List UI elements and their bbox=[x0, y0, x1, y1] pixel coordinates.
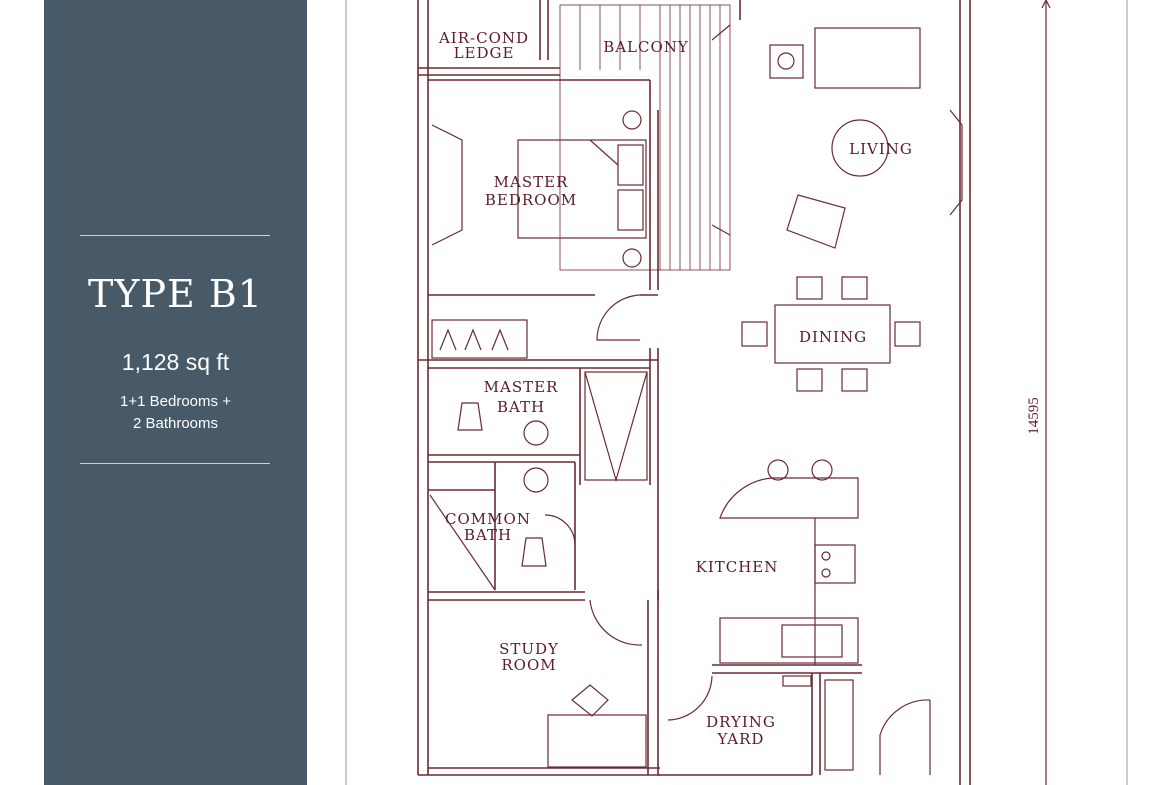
drying-label: DRYING bbox=[706, 713, 776, 731]
bedroom-window bbox=[431, 124, 463, 246]
balcony-decking bbox=[559, 4, 731, 271]
study-walls bbox=[647, 590, 659, 775]
common-bath-door bbox=[544, 514, 576, 546]
master-basin-icon bbox=[523, 420, 549, 446]
unit-info-panel: TYPE B1 1,128 sq ft 1+1 Bedrooms + 2 Bat… bbox=[44, 0, 307, 785]
living-label: LIVING bbox=[849, 140, 913, 158]
study-label: STUDY bbox=[499, 640, 559, 658]
master-toilet-icon bbox=[457, 402, 483, 431]
aircond-label: AIR-COND bbox=[438, 29, 529, 47]
kitchen-walls bbox=[712, 664, 862, 775]
top-divider bbox=[80, 235, 270, 236]
drying-label-2: YARD bbox=[717, 730, 765, 748]
bedside-lamp-icon bbox=[622, 248, 642, 268]
study-door bbox=[589, 599, 643, 646]
common-bath-label-2: BATH bbox=[464, 526, 512, 544]
kitchen-label: KITCHEN bbox=[696, 558, 779, 576]
master-bedroom-label: MASTER bbox=[494, 173, 569, 191]
drying-yard bbox=[658, 675, 931, 776]
entrance-door bbox=[879, 699, 931, 775]
depth-dimension-label: 14595 bbox=[1026, 397, 1042, 435]
master-bedroom-walls bbox=[428, 79, 659, 296]
study-label-2: ROOM bbox=[501, 656, 556, 674]
exterior-walls bbox=[417, 0, 971, 785]
dining-set bbox=[741, 276, 921, 392]
sliding-door bbox=[711, 24, 731, 236]
master-bedroom-label-2: BEDROOM bbox=[485, 191, 577, 209]
bed bbox=[517, 139, 647, 239]
common-basin-icon bbox=[523, 467, 549, 493]
common-bath-label: COMMON bbox=[445, 510, 531, 528]
bathrooms-text: 2 Bathrooms bbox=[132, 415, 219, 432]
kitchen-counter bbox=[719, 459, 859, 665]
master-bath-walls bbox=[418, 348, 659, 600]
unit-type-title: TYPE B1 bbox=[88, 272, 263, 316]
bedroom-door bbox=[596, 294, 641, 341]
common-shower-line bbox=[429, 494, 496, 591]
study-desk bbox=[547, 714, 647, 768]
dining-label: DINING bbox=[799, 328, 867, 346]
bedside-lamp-icon bbox=[622, 110, 642, 130]
common-toilet-icon bbox=[521, 537, 547, 567]
balcony-label: BALCONY bbox=[603, 38, 689, 56]
living-furniture bbox=[769, 27, 963, 249]
master-bath-label: MASTER bbox=[484, 378, 559, 396]
common-bath-walls bbox=[428, 461, 585, 601]
master-shower bbox=[584, 371, 648, 481]
bedrooms-text: 1+1 Bedrooms + bbox=[120, 393, 231, 410]
shower-lines bbox=[584, 371, 648, 483]
study-chair-icon bbox=[571, 684, 609, 717]
dimension-arrow-icon bbox=[1041, 0, 1051, 9]
aircond-label-2: LEDGE bbox=[454, 44, 515, 62]
room-labels: AIR-COND LEDGE BALCONY LIVING MASTER BED… bbox=[438, 29, 1042, 748]
bottom-divider bbox=[80, 463, 270, 464]
unit-area: 1,128 sq ft bbox=[121, 349, 230, 375]
wardrobe bbox=[431, 319, 528, 359]
master-bath-label-2: BATH bbox=[497, 398, 545, 416]
